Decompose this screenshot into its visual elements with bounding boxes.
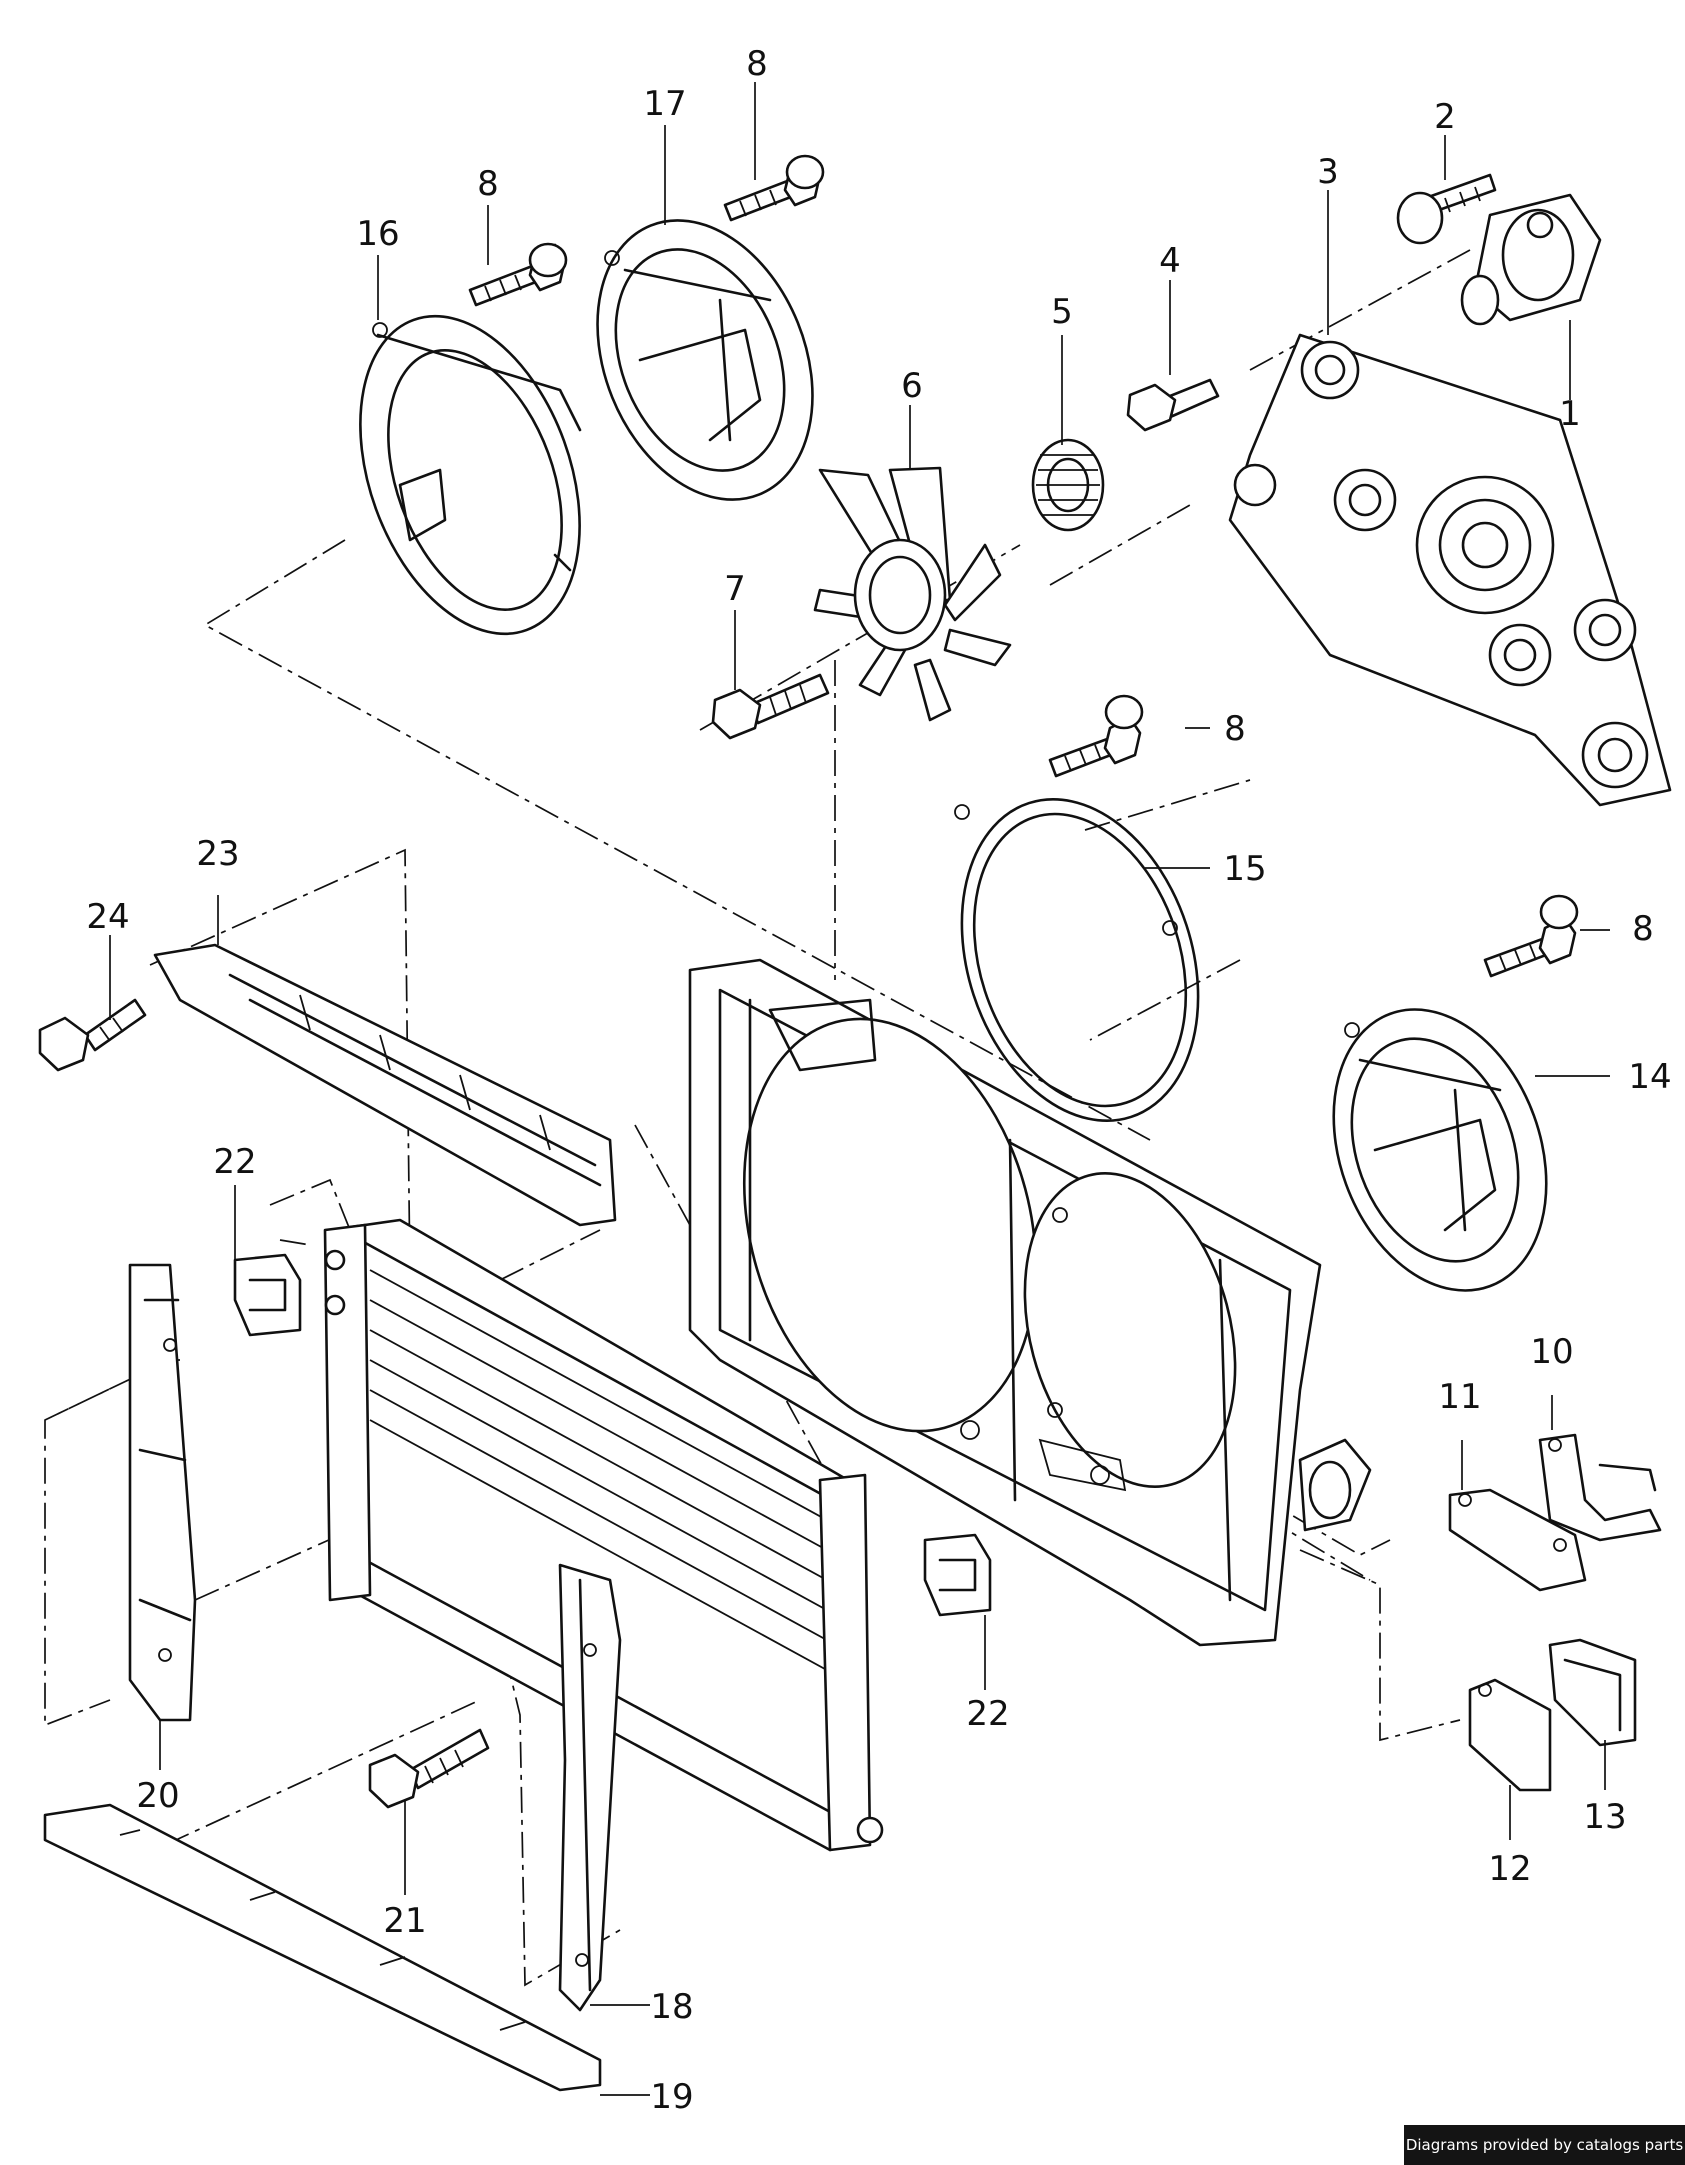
callout-7: 7 [724, 569, 746, 609]
callout-1: 1 [1559, 394, 1581, 434]
bolt-24 [38, 998, 147, 1072]
part-20-air-guide [128, 1263, 197, 1722]
bolt-8d [1483, 894, 1579, 978]
leader-lines [109, 82, 1610, 2096]
callout-14: 14 [1628, 1057, 1671, 1097]
part-23-air-guide [153, 943, 617, 1227]
callout-4: 4 [1159, 241, 1181, 281]
callout-labels: 1 2 3 4 5 6 7 8 8 8 8 8 10 11 12 13 14 1… [86, 44, 1671, 2117]
callout-17: 17 [643, 84, 686, 124]
callout-13: 13 [1583, 1797, 1626, 1837]
part-14-cowl [1332, 1008, 1548, 1292]
callout-8-a: 8 [746, 44, 768, 84]
brackets [1448, 1433, 1662, 1792]
callout-6: 6 [901, 366, 923, 406]
part-3-bracket [1228, 333, 1672, 807]
callout-11: 11 [1438, 1377, 1481, 1417]
callout-23: 23 [196, 834, 239, 874]
callout-10: 10 [1530, 1332, 1573, 1372]
part-1-tensioner [1460, 193, 1602, 326]
part-15-ring [954, 798, 1200, 1122]
carrier-frame [688, 958, 1372, 1647]
callout-22-a: 22 [213, 1142, 256, 1182]
callout-19: 19 [650, 2077, 693, 2117]
part-19-air-guide [43, 1803, 602, 2092]
callout-12: 12 [1488, 1849, 1531, 1889]
clips-22 [233, 1253, 992, 1617]
callout-24: 24 [86, 897, 129, 937]
callout-3: 3 [1317, 152, 1339, 192]
bolt-8b [723, 154, 825, 222]
callout-15: 15 [1223, 849, 1266, 889]
callout-8-d: 8 [1632, 909, 1654, 949]
part-17-cowl [596, 219, 814, 501]
part-18-air-guide [558, 1563, 622, 2012]
bolt-8c [1048, 694, 1144, 778]
part-5-coupling [1031, 438, 1105, 532]
bolts [38, 154, 1579, 1809]
callout-8-c: 8 [1224, 709, 1246, 749]
bolt-2 [1396, 173, 1497, 245]
radiator [323, 1218, 884, 1852]
bolt-21 [368, 1728, 490, 1809]
callout-8-b: 8 [477, 164, 499, 204]
part-6-fan [813, 466, 1012, 722]
callout-20: 20 [136, 1776, 179, 1816]
bolt-7 [711, 673, 830, 740]
part-16-shroud [359, 314, 582, 636]
callout-16: 16 [356, 214, 399, 254]
callout-18: 18 [650, 1987, 693, 2027]
bolt-4 [1126, 378, 1220, 432]
callout-22-b: 22 [966, 1694, 1009, 1734]
callout-5: 5 [1051, 292, 1073, 332]
callout-21: 21 [383, 1901, 426, 1941]
bolt-8a [468, 242, 568, 307]
callout-2: 2 [1434, 97, 1456, 137]
credit-banner: Diagrams provided by catalogs parts [1404, 2125, 1685, 2165]
